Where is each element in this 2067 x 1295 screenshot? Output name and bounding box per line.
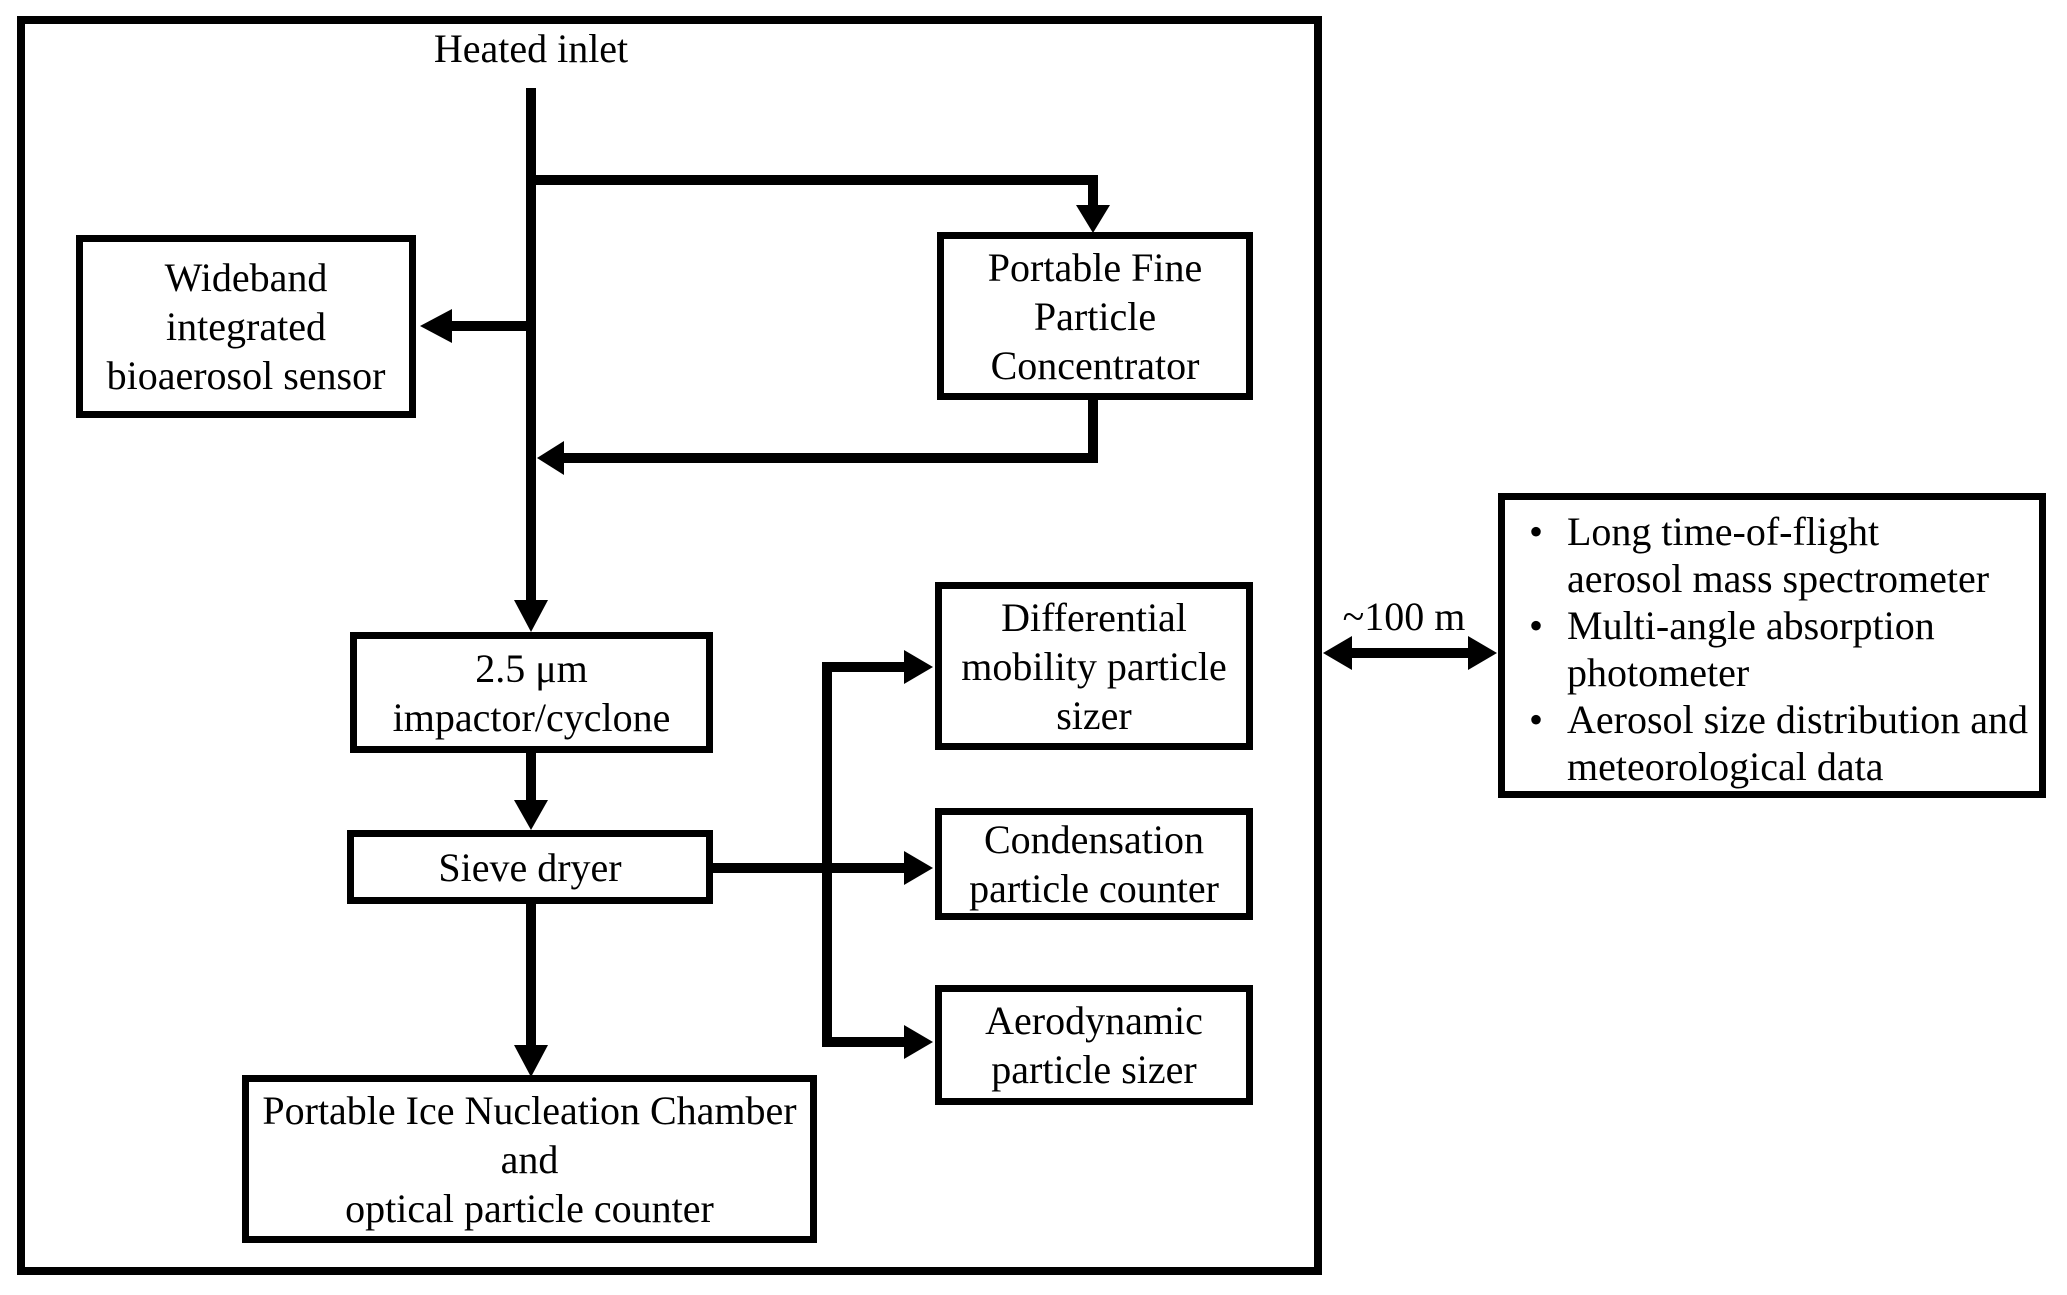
node-sieve-dryer: Sieve dryer [347,830,713,904]
node-condensation-particle-counter-label: Condensation particle counter [969,817,1219,911]
distance-label: ~100 m [1342,594,1466,639]
arrow-sieve-to-nucleation-chamber [514,904,548,1077]
node-portable-fine-particle-concentrator-label: Portable Fine Particle Concentrator [987,244,1203,388]
node-aerodynamic-particle-sizer: Aerodynamic particle sizer [935,985,1253,1105]
list-item: • Long time-of-flight aerosol mass spect… [1505,508,2039,602]
node-condensation-particle-counter: Condensation particle counter [935,808,1253,920]
list-item: • Multi-angle absorption photometer [1505,602,2039,696]
arrow-concentrator-return [537,400,1098,475]
node-wideband-bioaerosol-sensor: Wideband integrated bioaerosol sensor [76,235,416,418]
arrow-sieve-to-condensation-counter [713,851,933,885]
list-item-text: Long time-of-flight aerosol mass spectro… [1567,509,1990,601]
node-portable-fine-particle-concentrator: Portable Fine Particle Concentrator [937,232,1253,400]
bullet-icon: • [1529,697,1544,742]
node-differential-mobility-particle-sizer: Differential mobility particle sizer [935,582,1253,750]
arrow-distance-double [1323,636,1497,670]
node-aerodynamic-particle-sizer-label: Aerodynamic particle sizer [985,998,1203,1092]
node-differential-mobility-particle-sizer-label: Differential mobility particle sizer [961,594,1227,738]
node-wideband-bioaerosol-sensor-label: Wideband integrated bioaerosol sensor [106,255,386,398]
sampling-enclosure-frame [17,16,1322,1275]
node-ice-nucleation-chamber: Portable Ice Nucleation Chamber and opti… [242,1075,817,1243]
arrow-inlet-main-line [514,88,548,632]
node-impactor-cyclone: 2.5 μm impactor/cyclone [350,632,713,753]
node-impactor-cyclone-label: 2.5 μm impactor/cyclone [392,645,671,740]
arrow-impactor-to-sieve [514,753,548,830]
list-item: • Aerosol size distribution and meteorol… [1505,696,2039,790]
heated-inlet-label: Heated inlet [433,26,629,71]
arrow-branch-to-sizers [822,650,933,1059]
arrow-to-bioaerosol-sensor [420,309,531,343]
bullet-icon: • [1529,509,1544,554]
bullet-icon: • [1529,603,1544,648]
arrow-branch-to-concentrator [526,175,1110,233]
node-ice-nucleation-chamber-label: Portable Ice Nucleation Chamber and opti… [262,1087,797,1231]
list-item-text: Aerosol size distribution and meteorolog… [1567,697,2029,789]
node-remote-instruments-list: • Long time-of-flight aerosol mass spect… [1498,493,2046,798]
list-item-text: Multi-angle absorption photometer [1567,603,1935,695]
node-sieve-dryer-label: Sieve dryer [438,844,622,890]
